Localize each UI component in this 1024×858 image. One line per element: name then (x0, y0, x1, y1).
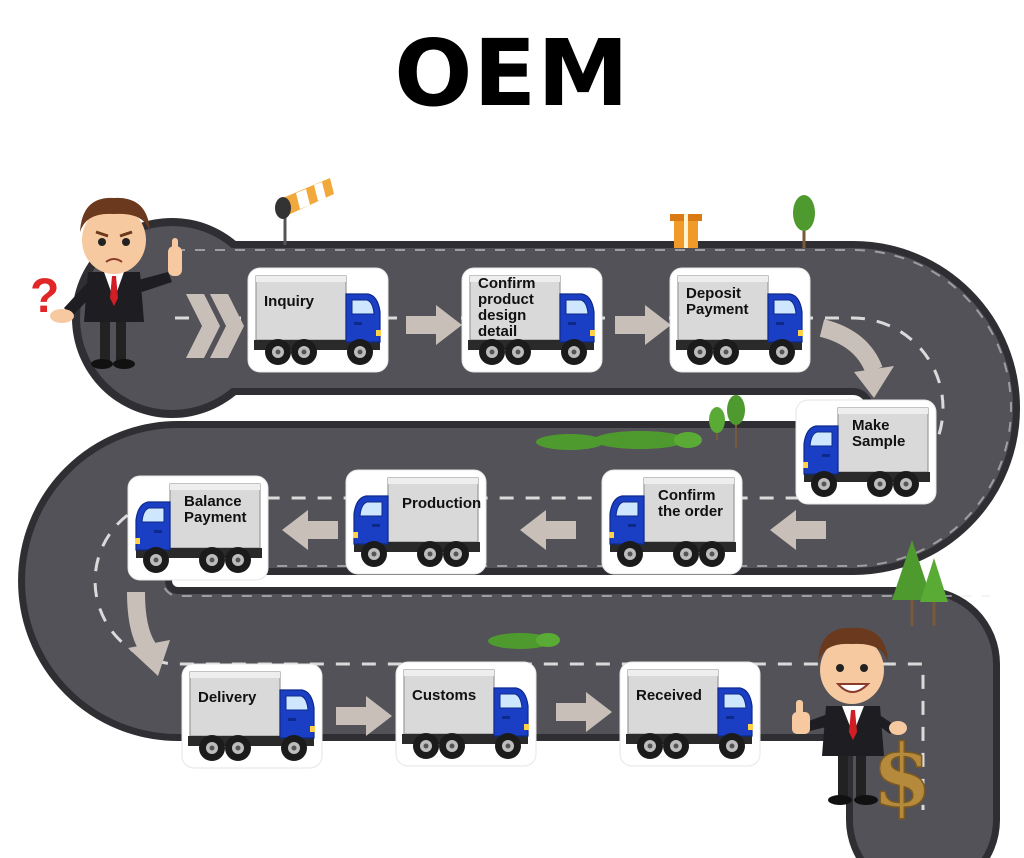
businessman-thumbs-up (792, 627, 907, 805)
truck-step-label: Customs (412, 687, 476, 704)
start-chevrons-icon (186, 294, 244, 358)
question-mark-icon: ? (30, 270, 59, 323)
businessman-thinking (50, 197, 182, 369)
bushes-icon (536, 395, 745, 450)
windsock-icon (275, 178, 334, 245)
truck-step: Customs (395, 661, 537, 767)
flow-arrow (819, 319, 894, 398)
truck-step: Delivery (181, 663, 323, 769)
truck-step-label: Delivery (198, 689, 257, 706)
truck-step-label: Inquiry (264, 293, 315, 310)
dollar-sign-icon: $ (872, 726, 932, 827)
truck-step-label: Production (402, 495, 481, 512)
truck-step: Received (619, 661, 761, 767)
gift-box-icon (670, 214, 702, 248)
truck-step: Production (345, 469, 487, 575)
pine-tree-icon (892, 540, 948, 626)
page-title: OEM (394, 20, 630, 127)
truck-step-label: Received (636, 687, 702, 704)
tree-icon (793, 195, 815, 248)
bushes-icon (488, 633, 560, 649)
flow-arrow (127, 591, 170, 676)
truck-step: Inquiry (247, 267, 389, 373)
